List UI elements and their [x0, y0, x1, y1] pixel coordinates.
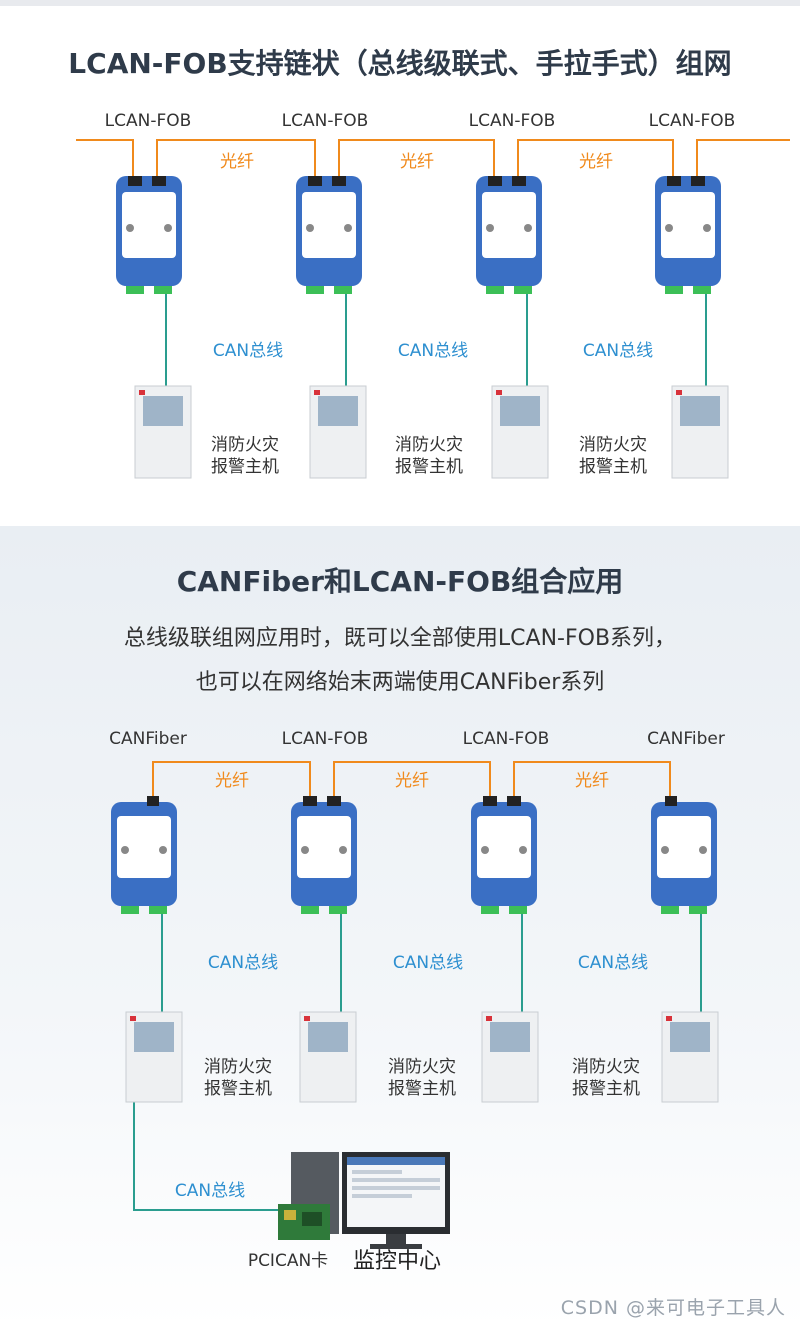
device-canfiber-1	[111, 796, 177, 914]
fiber2-label-2: 光纤	[395, 771, 429, 791]
fiber-label-3: 光纤	[579, 152, 613, 172]
can-label-1: CAN总线	[213, 341, 283, 361]
fiber-lines	[76, 139, 790, 176]
fiber2-label-1: 光纤	[215, 771, 249, 791]
panel-label-2a: 消防火灾	[395, 435, 463, 455]
fire-alarm-panel-b3	[481, 1011, 539, 1103]
panel2-label-2b: 报警主机	[388, 1079, 456, 1099]
panel2-label-3a: 消防火灾	[572, 1057, 640, 1077]
section-chain-network: LCAN-FOB支持链状（总线级联式、手拉手式）组网 LCAN-FOB LCAN…	[0, 6, 800, 526]
section-combined-application: CANFiber和LCAN-FOB组合应用 总线级联组网应用时，既可以全部使用L…	[0, 526, 800, 1328]
pcican-card-label: PCICAN卡	[248, 1251, 328, 1271]
can2-label-1: CAN总线	[208, 953, 278, 973]
panel-label-3a: 消防火灾	[579, 435, 647, 455]
panel-label-3b: 报警主机	[579, 457, 647, 477]
section2-subtitle-line1: 总线级联组网应用时，既可以全部使用LCAN-FOB系列，	[123, 626, 677, 651]
device2-label-4: CANFiber	[647, 729, 725, 749]
can2-label-3: CAN总线	[578, 953, 648, 973]
panel-label-1b: 报警主机	[211, 457, 279, 477]
fire-alarm-panel-3	[491, 385, 549, 479]
top-border	[0, 0, 800, 6]
device-lcan-fob-1	[116, 176, 182, 294]
section2-title: CANFiber和LCAN-FOB组合应用	[176, 565, 624, 598]
device-lcan-fob-b1	[291, 796, 357, 914]
chain-network-diagram: LCAN-FOB LCAN-FOB LCAN-FOB LCAN-FOB 光纤 光…	[76, 111, 790, 479]
fire-alarm-panel-4	[671, 385, 729, 479]
device-label-1: LCAN-FOB	[105, 111, 192, 131]
fire-alarm-panel-b2	[299, 1011, 357, 1103]
monitor-icon	[342, 1152, 450, 1249]
fiber-label-1: 光纤	[220, 152, 254, 172]
panel2-label-1a: 消防火灾	[204, 1057, 272, 1077]
panel2-label-3b: 报警主机	[572, 1079, 640, 1099]
panel-label-2b: 报警主机	[395, 457, 463, 477]
panel2-label-1b: 报警主机	[204, 1079, 272, 1099]
device-lcan-fob-2	[296, 176, 362, 294]
fiber-lines-2	[152, 761, 671, 796]
pc-tower	[278, 1152, 339, 1240]
monitoring-center-label: 监控中心	[353, 1249, 441, 1274]
can-label-3: CAN总线	[583, 341, 653, 361]
device-lcan-fob-b2	[471, 796, 537, 914]
section2-subtitle-line2: 也可以在网络始末两端使用CANFiber系列	[195, 670, 605, 695]
fire-alarm-panel-b4	[661, 1011, 719, 1103]
panel2-label-2a: 消防火灾	[388, 1057, 456, 1077]
device-canfiber-2	[651, 796, 717, 914]
can2-label-4: CAN总线	[175, 1181, 245, 1201]
device2-label-1: CANFiber	[109, 729, 187, 749]
fire-alarm-panel-1	[134, 385, 192, 479]
can2-label-2: CAN总线	[393, 953, 463, 973]
fiber2-label-3: 光纤	[575, 771, 609, 791]
device-label-3: LCAN-FOB	[469, 111, 556, 131]
panel-label-1a: 消防火灾	[211, 435, 279, 455]
can-lines	[165, 292, 707, 388]
device2-label-3: LCAN-FOB	[463, 729, 550, 749]
can-label-2: CAN总线	[398, 341, 468, 361]
fiber-label-2: 光纤	[400, 152, 434, 172]
csdn-watermark: CSDN @来可电子工具人	[560, 1297, 786, 1319]
section1-title: LCAN-FOB支持链状（总线级联式、手拉手式）组网	[68, 47, 732, 80]
can-lines-2	[133, 910, 702, 1211]
device-label-2: LCAN-FOB	[282, 111, 369, 131]
combined-network-diagram: CANFiber LCAN-FOB LCAN-FOB CANFiber 光纤 光…	[109, 729, 725, 1274]
device-label-4: LCAN-FOB	[649, 111, 736, 131]
device2-label-2: LCAN-FOB	[282, 729, 369, 749]
fire-alarm-panel-b1	[125, 1011, 183, 1103]
fire-alarm-panel-2	[309, 385, 367, 479]
device-lcan-fob-4	[655, 176, 721, 294]
device-lcan-fob-3	[476, 176, 542, 294]
